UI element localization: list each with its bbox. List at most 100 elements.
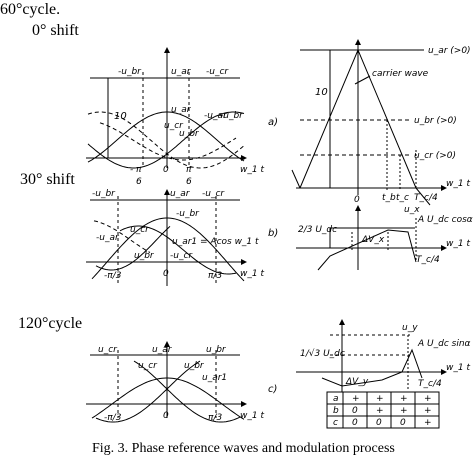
p1-label-mid-ucr: u_cr xyxy=(164,121,184,131)
a-carrier-tail xyxy=(415,187,431,206)
c-label-audc: A U_dc sinα xyxy=(417,339,471,349)
table-row-b-cell-4: + xyxy=(424,406,432,416)
table-row-c-cell-2: 0 xyxy=(376,418,382,428)
b-axis-label: w_1 t xyxy=(446,239,470,249)
p2-tick-left: -π/3 xyxy=(104,271,122,281)
a-carrier-pointer xyxy=(354,75,371,85)
p3-label-uar1: u_ar1 xyxy=(202,373,227,383)
table-row-a-cell-3: + xyxy=(400,394,408,404)
p3-curve-ubr xyxy=(133,360,241,423)
table-row-b-cell-1: 0 xyxy=(352,406,358,416)
table-row-a-cell-1: + xyxy=(352,394,360,404)
p2-label-uar: u_ar xyxy=(170,189,191,199)
a-label-ten: 10 xyxy=(315,87,328,98)
heading-30-shift: 30° shift xyxy=(20,171,75,188)
a-carrier-head xyxy=(291,169,301,189)
b-label-coeff: 2/3 U_dc xyxy=(298,225,337,235)
p3-curve-ucr xyxy=(95,360,201,423)
b-label-delta: ΔV_x xyxy=(361,235,385,245)
p1-label-ten: 10 xyxy=(114,111,127,122)
p3-label-ucr: u_cr xyxy=(138,361,158,371)
p2-label-ucr: u_cr xyxy=(130,225,150,235)
table-row-a-cell-4: + xyxy=(424,394,432,404)
c-waveform xyxy=(321,348,423,387)
a-label-uar: u_ar (>0) xyxy=(428,46,471,56)
panel-a xyxy=(291,39,447,206)
table-row-c-cell-4: + xyxy=(424,418,432,428)
p2-label-neg-uar: -u_ar xyxy=(96,233,120,243)
p1-axis-label: w_1 t xyxy=(240,165,264,175)
c-label-uy: u_y xyxy=(402,323,418,333)
c-label: c) xyxy=(268,384,277,395)
p1-tick-left-sign: - xyxy=(130,165,133,175)
p2-curve-uar1 xyxy=(91,217,245,282)
table-frame xyxy=(326,391,440,429)
panel-b xyxy=(296,205,447,271)
p2-tick-right: π/3 xyxy=(208,271,222,281)
p1-tick-right-den: 6 xyxy=(186,177,192,187)
panel-c xyxy=(296,319,447,392)
p2-axis-label: w_1 t xyxy=(240,269,264,279)
p1-label-neg-ubr: -u_br xyxy=(118,67,142,77)
p1-curve-ubr xyxy=(87,111,245,169)
p3-tick-right: π/3 xyxy=(208,413,222,423)
b-waveform xyxy=(317,229,417,271)
figure-caption: Fig. 3. Phase reference waves and modula… xyxy=(92,441,395,456)
switch-table xyxy=(326,391,440,429)
p3-label-ubr-top: u_br xyxy=(206,345,227,355)
b-label-ux: u_x xyxy=(404,205,420,215)
p2-label-neg-ucr-mid: -u_cr xyxy=(170,251,193,261)
p1-label-mid-uar: u_ar xyxy=(171,105,192,115)
table-row-b-phase: b xyxy=(333,406,339,416)
table-row-a-phase: a xyxy=(333,394,339,404)
p1-label-uar: u_ar xyxy=(171,67,192,77)
p1-tick-right-num: π xyxy=(186,165,192,175)
p1-tick-zero: 0 xyxy=(163,165,169,175)
heading-120-cycle: 120°cycle xyxy=(18,315,82,332)
p1-label-neg-uar: -u_ar xyxy=(204,111,228,121)
p3-axis-label: w_1 t xyxy=(240,411,264,421)
table-row-c-cell-1: 0 xyxy=(352,418,358,428)
p1-label-mid-ubr: u_br xyxy=(179,129,200,139)
p1-tick-left-num: π xyxy=(136,165,142,175)
p3-label-ucr-top: u_cr xyxy=(98,345,118,355)
a-label-tc: t_c xyxy=(396,193,409,203)
p3-label-ubr: u_br xyxy=(184,361,205,371)
p2-label-neg-ucr: -u_cr xyxy=(202,189,225,199)
a-label: a) xyxy=(268,117,278,128)
a-label-zero: 0 xyxy=(354,195,360,205)
table-row-c-cell-3: 0 xyxy=(400,418,406,428)
table-row-c-phase: c xyxy=(333,418,338,428)
panel-120-cycle xyxy=(86,341,247,423)
c-axis-label: w_1 t xyxy=(446,363,470,373)
b-label-tc4: T_c/4 xyxy=(416,255,440,265)
heading-0-shift: 0° shift xyxy=(32,22,79,39)
p1-label-neg-ubr-right: -u_br xyxy=(220,111,244,121)
p3-tick-zero: 0 xyxy=(163,411,169,421)
p2-curve-ubr xyxy=(119,225,237,275)
p2-tick-zero: 0 xyxy=(163,269,169,279)
p3-curve-uar1 xyxy=(91,377,245,420)
c-label-delta: ΔV_y xyxy=(345,377,369,387)
a-carrier-wave xyxy=(299,48,417,189)
p1-tick-left-den: 6 xyxy=(136,177,142,187)
p1-curve-uar xyxy=(87,111,245,163)
a-axis-label: w_1 t xyxy=(446,179,470,189)
p2-label-uar1: u_ar1 = Acos w_1 t xyxy=(172,237,259,247)
panel-30-shift xyxy=(86,189,247,286)
p2-label-neg-ubr-mid: -u_br xyxy=(176,209,200,219)
panel-0-shift xyxy=(86,47,247,169)
table-row-a-cell-2: + xyxy=(376,394,384,404)
a-label-ucr: u_cr (>0) xyxy=(414,151,456,161)
heading-60-cycle: 60°cycle. xyxy=(0,1,60,18)
p1-label-neg-ucr: -u_cr xyxy=(206,67,229,77)
table-row-b-cell-3: + xyxy=(400,406,408,416)
a-label-tb: t_b xyxy=(382,193,396,203)
table-row-b-cell-2: + xyxy=(376,406,384,416)
p2-label-neg-ubr: -u_br xyxy=(92,189,116,199)
p1-curve-ucr xyxy=(87,111,245,169)
a-label-tc4: T_c/4 xyxy=(414,193,438,203)
p2-label-ubr: u_br xyxy=(134,251,155,261)
c-label-coeff: 1/√3 U_dc xyxy=(300,348,345,359)
c-label-tc4: T_c/4 xyxy=(418,379,442,389)
